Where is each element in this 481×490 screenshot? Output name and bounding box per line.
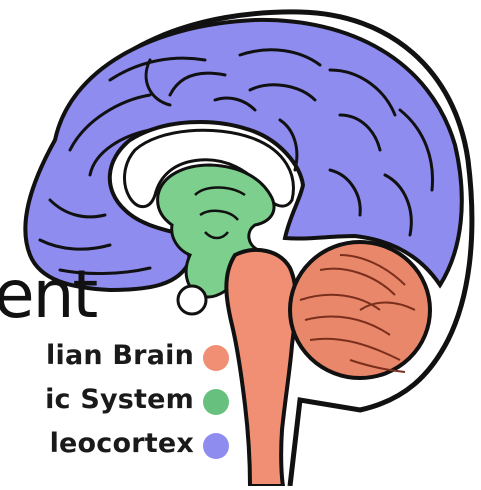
legend-dot	[203, 345, 229, 371]
title-fragment: ent	[0, 262, 96, 328]
legend-dot	[203, 433, 229, 459]
legend-dot	[203, 389, 229, 415]
brainstem-region	[226, 250, 296, 486]
legend-label: ic System	[45, 384, 194, 415]
legend-item-limbic: ic System	[0, 384, 230, 416]
legend-label: leocortex	[50, 428, 194, 459]
legend-label: lian Brain	[46, 340, 194, 371]
legend-item-reptilian: lian Brain	[0, 340, 230, 372]
legend-item-neocortex: leocortex	[0, 428, 230, 460]
pituitary-bulb	[178, 286, 206, 314]
